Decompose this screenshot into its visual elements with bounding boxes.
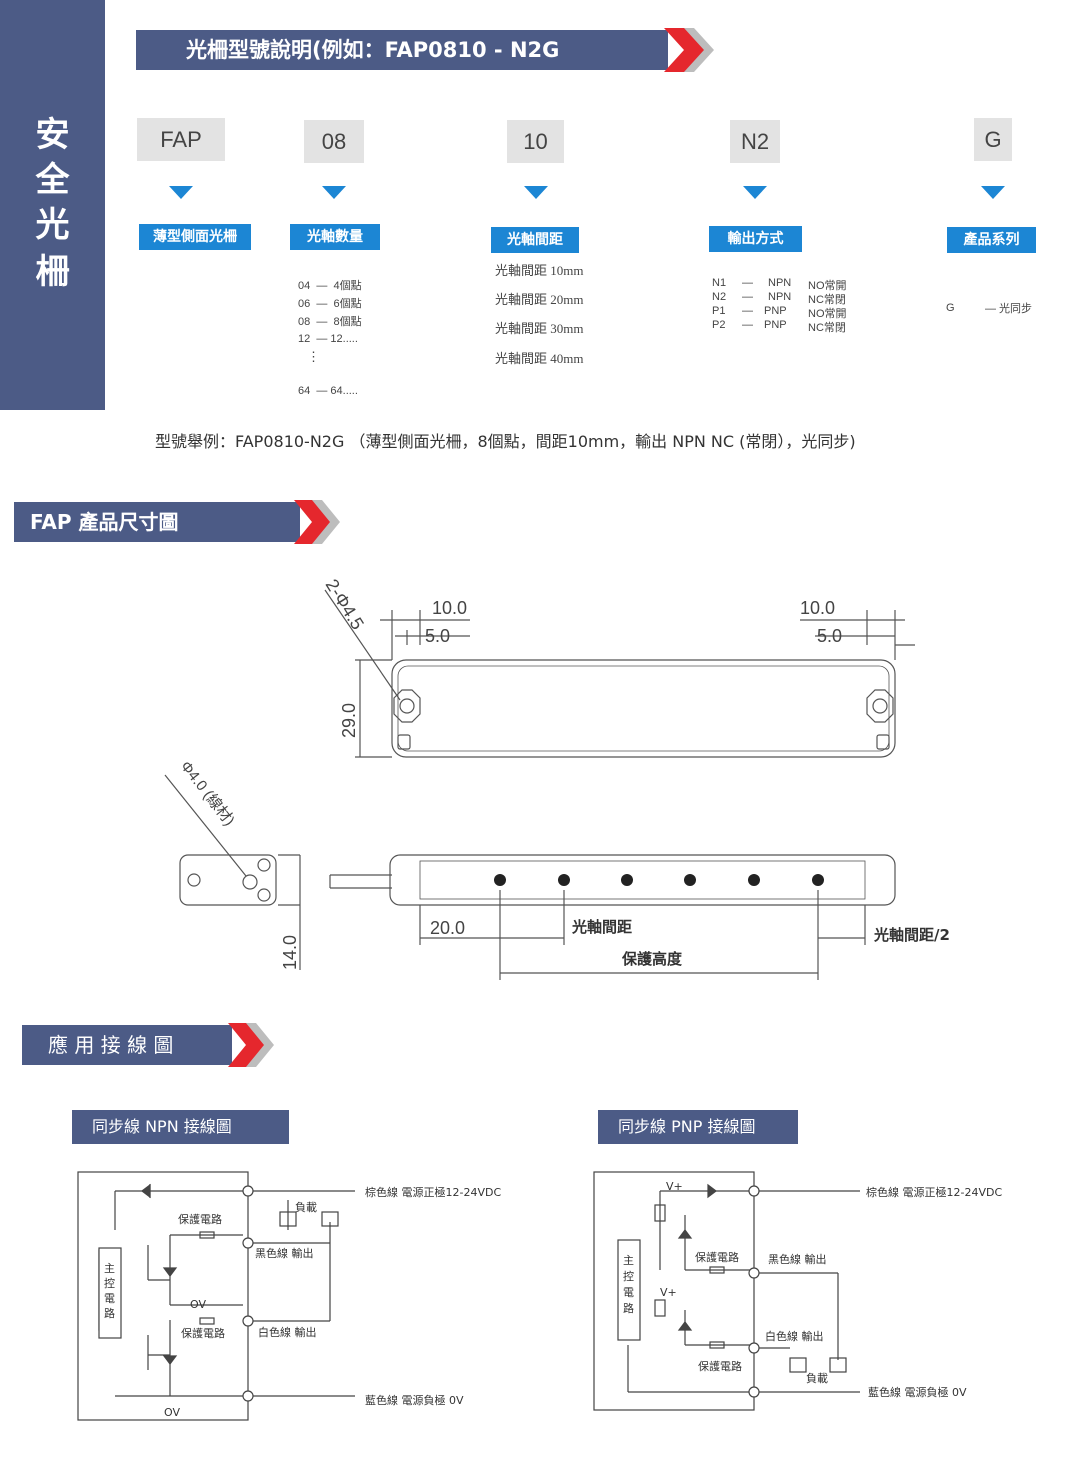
pnp-main-char: 控 xyxy=(623,1269,634,1283)
npn-ov-1: OV xyxy=(190,1298,206,1311)
pnp-wiring-diagram: 主 控 電 路 棕色線 電源正極12-24VDC 黑色線 輸出 白色線 輸出 藍… xyxy=(593,1171,1002,1411)
npn-main-char: 路 xyxy=(104,1307,115,1320)
spacing-row: 光軸間距 10mm xyxy=(495,263,584,278)
pnp-main-box xyxy=(617,1239,641,1341)
npn-main-char: 控 xyxy=(104,1276,115,1290)
dimension-drawing: 10.0 5.0 10.0 5.0 2-Φ4.5 29.0 Φ4.0 (線材) … xyxy=(164,576,950,980)
spacing-row: 光軸間距 40mm xyxy=(495,351,584,366)
chevron-arrow-icon xyxy=(664,28,714,72)
pnp-main-char: 電 xyxy=(623,1286,634,1299)
spacing-row: 光軸間距 20mm xyxy=(495,292,584,307)
pnp-load: 負載 xyxy=(806,1372,828,1385)
model-banner-title: 光柵型號說明(例如：FAP0810 - N2G xyxy=(186,38,560,62)
beam-dot xyxy=(558,874,570,886)
axis-count-row: 12 — 12..... xyxy=(298,333,358,345)
wiring-banner-title: 應 用 接 線 圖 xyxy=(48,1033,174,1057)
dim-half-pitch: 光軸間距/2 xyxy=(873,926,950,944)
dim-10-right: 10.0 xyxy=(800,598,835,618)
npn-wiring-diagram: 主 控 電 路 棕色線 電源正極12-24VDC 黑色線 輸出 白色線 輸出 藍… xyxy=(77,1171,501,1421)
axis-count-row: 64 — 64..... xyxy=(298,385,358,397)
npn-load: 負載 xyxy=(295,1201,317,1214)
pnp-v-2: V+ xyxy=(660,1286,677,1299)
label-count: 光軸數量 xyxy=(290,224,380,250)
pnp-white-label: 白色線 輸出 xyxy=(765,1329,824,1343)
series-desc: — 光同步 xyxy=(985,303,1033,315)
pnp-protect-2: 保護電路 xyxy=(698,1359,742,1373)
label-series: 產品系列 xyxy=(947,227,1036,253)
dimension-banner-title: FAP 產品尺寸圖 xyxy=(30,510,179,534)
down-triangle-icon xyxy=(743,186,767,199)
pnp-v-1: V+ xyxy=(666,1180,683,1193)
pnp-main-char: 路 xyxy=(623,1302,634,1315)
sidebar-char: 光 xyxy=(35,205,70,245)
down-triangle-icon xyxy=(322,186,346,199)
spacing-row: 光軸間距 30mm xyxy=(495,321,584,336)
chevron-arrow-icon xyxy=(228,1023,274,1067)
pnp-main-char: 主 xyxy=(623,1254,634,1267)
side-view-connector xyxy=(179,854,277,906)
side-view-body xyxy=(389,854,896,906)
dim-protect: 保護高度 xyxy=(621,950,683,968)
dim-pitch: 光軸間距 xyxy=(571,918,632,936)
label-fap: 薄型側面光柵 xyxy=(139,224,251,250)
beam-dot xyxy=(748,874,760,886)
dim-height: 29.0 xyxy=(339,703,359,738)
label-output: 輸出方式 xyxy=(709,226,802,252)
npn-main-char: 主 xyxy=(104,1262,115,1275)
npn-blue-label: 藍色線 電源負極 0V xyxy=(365,1393,464,1407)
dim-10-left: 10.0 xyxy=(432,598,467,618)
down-triangle-icon xyxy=(169,186,193,199)
pnp-black-label: 黑色線 輸出 xyxy=(768,1252,827,1266)
axis-count-row: 04 — 4個點 xyxy=(298,280,362,292)
top-view-body xyxy=(391,659,896,758)
pnp-protect-1: 保護電路 xyxy=(695,1250,739,1264)
label-spacing: 光軸間距 xyxy=(491,227,579,253)
npn-main-char: 電 xyxy=(104,1292,115,1305)
pnp-title: 同步線 PNP 接線圖 xyxy=(598,1110,798,1144)
sidebar-char: 安 xyxy=(35,115,70,155)
dim-5-left: 5.0 xyxy=(425,626,450,646)
npn-brown-label: 棕色線 電源正極12-24VDC xyxy=(365,1185,501,1199)
mount-hole-right xyxy=(866,689,894,723)
cable-hole xyxy=(242,874,258,890)
npn-title: 同步線 NPN 接線圖 xyxy=(72,1110,289,1144)
beam-dot xyxy=(684,874,696,886)
sidebar-char: 柵 xyxy=(35,252,70,292)
axis-count-row: 06 — 6個點 xyxy=(298,298,362,310)
npn-ov-2: OV xyxy=(164,1406,180,1419)
code-box-count: 08 xyxy=(304,120,364,163)
sidebar: 安 全 光 柵 xyxy=(0,0,105,410)
dim-5-right: 5.0 xyxy=(817,626,842,646)
code-box-output: N2 xyxy=(730,120,780,163)
wiring-banner: 應 用 接 線 圖 xyxy=(22,1025,232,1065)
npn-black-label: 黑色線 輸出 xyxy=(255,1246,314,1260)
dim-holes: 2-Φ4.5 xyxy=(322,576,368,634)
down-triangle-icon xyxy=(524,186,548,199)
beam-dot xyxy=(812,874,824,886)
pnp-brown-label: 棕色線 電源正極12-24VDC xyxy=(866,1185,1002,1199)
model-banner: 光柵型號說明(例如：FAP0810 - N2G xyxy=(136,30,668,70)
code-box-series: G xyxy=(974,118,1012,161)
sidebar-char: 全 xyxy=(35,160,70,200)
beam-dot xyxy=(494,874,506,886)
dimension-banner: FAP 產品尺寸圖 xyxy=(14,502,300,542)
npn-protect-1: 保護電路 xyxy=(178,1212,222,1226)
series-code: G xyxy=(946,302,955,314)
dim-depth: 14.0 xyxy=(280,935,300,970)
npn-protect-2: 保護電路 xyxy=(181,1326,225,1340)
example-text: 型號舉例：FAP0810-N2G （薄型側面光柵，8個點，間距10mm，輸出 N… xyxy=(155,432,856,451)
axis-count-ellipsis: ⋮ xyxy=(307,349,320,364)
npn-white-label: 白色線 輸出 xyxy=(258,1325,317,1339)
dim-20: 20.0 xyxy=(430,918,465,938)
dim-cable: Φ4.0 (線材) xyxy=(177,758,238,829)
pnp-blue-label: 藍色線 電源負極 0V xyxy=(868,1385,967,1399)
axis-count-row: 08 — 8個點 xyxy=(298,316,362,328)
chevron-arrow-icon xyxy=(294,500,340,544)
down-triangle-icon xyxy=(981,186,1005,199)
mount-hole-left xyxy=(393,689,421,723)
npn-main-box xyxy=(98,1247,122,1339)
beam-dot xyxy=(621,874,633,886)
code-box-spacing: 10 xyxy=(507,120,564,163)
code-box-fap: FAP xyxy=(137,118,225,161)
